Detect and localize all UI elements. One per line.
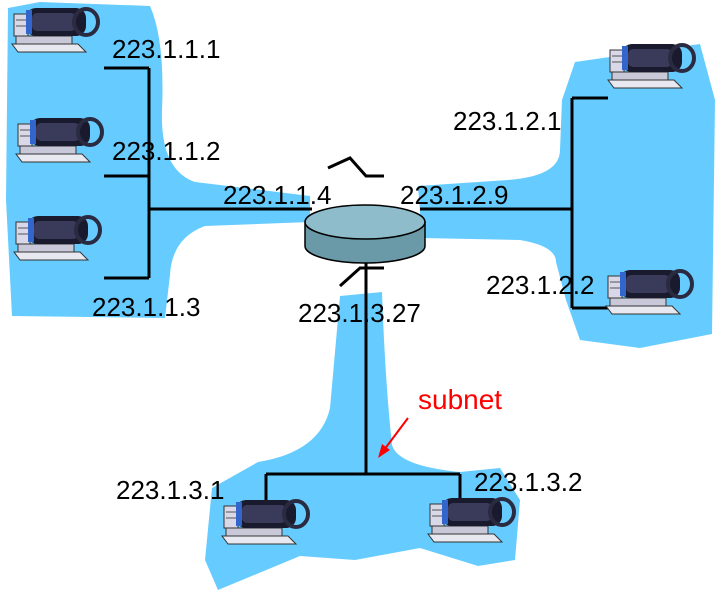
label-223-1-3-1: 223.1.3.1 bbox=[116, 475, 224, 505]
router-interface-ticks bbox=[327, 156, 384, 288]
label-223-1-2-9: 223.1.2.9 bbox=[400, 180, 508, 210]
subnet-annotation-arrow bbox=[378, 417, 409, 458]
router-icon bbox=[304, 204, 426, 264]
subnet-left-wiring bbox=[104, 66, 312, 280]
label-223-1-2-1: 223.1.2.1 bbox=[453, 106, 561, 136]
label-223-1-3-27: 223.1.3.27 bbox=[298, 298, 421, 328]
subnet-annotation-label: subnet bbox=[418, 384, 502, 415]
label-223-1-2-2: 223.1.2.2 bbox=[486, 270, 594, 300]
label-223-1-1-3: 223.1.1.3 bbox=[92, 292, 200, 322]
label-223-1-1-1: 223.1.1.1 bbox=[112, 34, 220, 64]
label-223-1-1-4: 223.1.1.4 bbox=[223, 180, 331, 210]
label-223-1-3-2: 223.1.3.2 bbox=[474, 467, 582, 497]
subnet-right-wiring bbox=[420, 96, 608, 310]
subnet-bottom-region bbox=[205, 292, 520, 590]
label-223-1-1-2: 223.1.1.2 bbox=[112, 136, 220, 166]
